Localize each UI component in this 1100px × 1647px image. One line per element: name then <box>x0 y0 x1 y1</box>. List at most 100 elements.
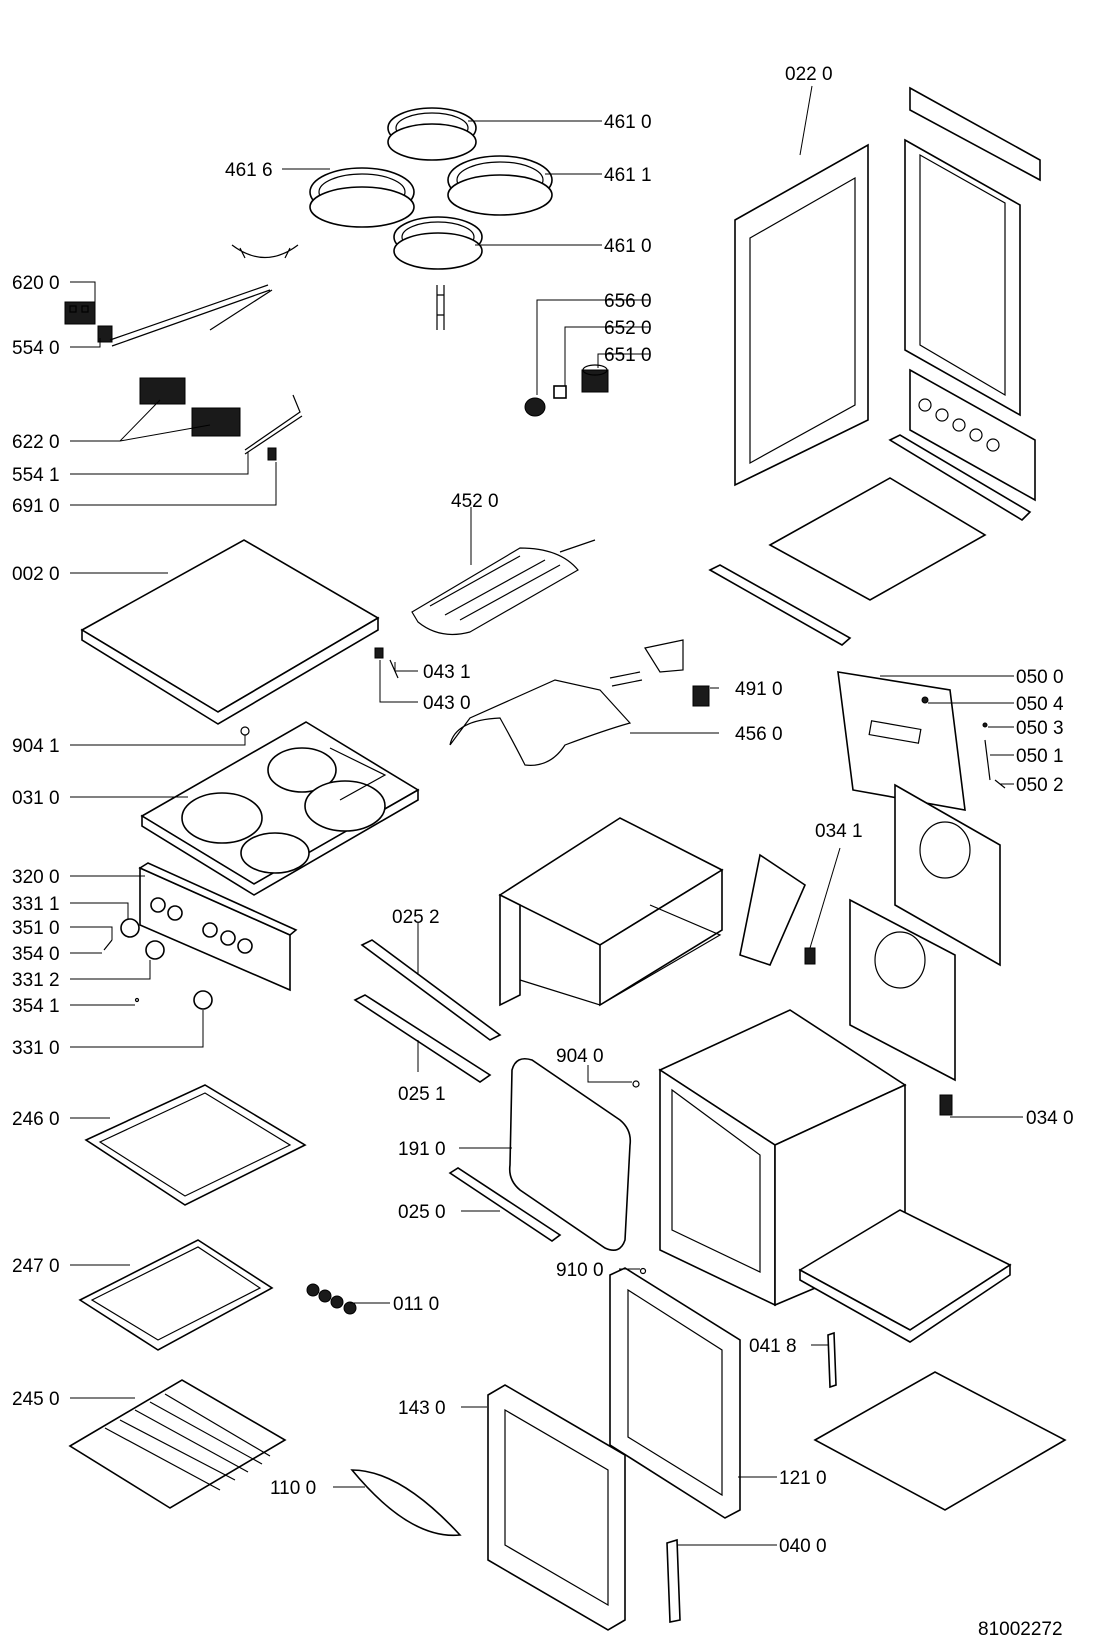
label-910-0: 910 0 <box>556 1260 604 1281</box>
gasket-191-0 <box>508 1057 632 1251</box>
lamp-cover-656-0 <box>524 397 546 417</box>
label-691-0: 691 0 <box>12 496 60 517</box>
control-rod-lower <box>244 394 303 455</box>
label-050-4: 050 4 <box>1016 694 1064 715</box>
label-351-0: 351 0 <box>12 918 60 939</box>
label-461-1: 461 1 <box>604 165 652 186</box>
label-050-0: 050 0 <box>1016 667 1064 688</box>
label-651-0: 651 0 <box>604 345 652 366</box>
clip-034-1 <box>804 947 816 965</box>
part-drawings <box>64 86 1067 1631</box>
label-025-2: 025 2 <box>392 907 440 928</box>
outer-door-143-0 <box>487 1384 626 1631</box>
label-002-0: 002 0 <box>12 564 60 585</box>
element-bracket <box>609 639 684 687</box>
label-121-0: 121 0 <box>779 1468 827 1489</box>
label-110-0: 110 0 <box>270 1478 316 1499</box>
label-050-3: 050 3 <box>1016 718 1064 739</box>
hotplate-clip <box>231 244 299 259</box>
switch-620-0 <box>64 301 96 325</box>
bottom-plate <box>813 1371 1067 1511</box>
screw-904-1 <box>240 726 250 736</box>
label-554-1: 554 1 <box>12 465 60 486</box>
label-320-0: 320 0 <box>12 867 60 888</box>
bracket-691-0 <box>267 447 277 461</box>
support-bar-lower <box>708 564 852 646</box>
hotplate-461-0-top <box>387 107 477 161</box>
label-043-0: 043 0 <box>423 693 471 714</box>
control-panel-320-0 <box>138 862 298 992</box>
label-354-0: 354 0 <box>12 944 60 965</box>
lamp-holder-651-0 <box>581 364 609 393</box>
clip-034-0 <box>939 1094 953 1116</box>
screw-904-0 <box>632 1080 640 1088</box>
hotplate-461-6 <box>309 167 415 228</box>
label-456-0: 456 0 <box>735 724 783 745</box>
hinge-041-8 <box>827 1331 837 1389</box>
bottom-plate-perforated <box>768 477 987 601</box>
label-034-0: 034 0 <box>1026 1108 1074 1129</box>
cover-002-0 <box>80 539 380 725</box>
label-245-0: 245 0 <box>12 1389 60 1410</box>
label-652-0: 652 0 <box>604 318 652 339</box>
hotplate-461-0-bottom <box>393 216 483 270</box>
pin-354-1 <box>134 997 140 1003</box>
side-panel-small <box>739 853 807 966</box>
label-247-0: 247 0 <box>12 1256 60 1277</box>
label-191-0: 191 0 <box>398 1139 446 1160</box>
label-656-0: 656 0 <box>604 291 652 312</box>
label-246-0: 246 0 <box>12 1109 60 1130</box>
label-904-1: 904 1 <box>12 736 60 757</box>
label-354-1: 354 1 <box>12 996 60 1017</box>
insulation-shroud <box>498 817 724 1007</box>
label-041-8: 041 8 <box>749 1336 797 1357</box>
label-031-0: 031 0 <box>12 788 60 809</box>
thermostat-491-0 <box>692 685 710 707</box>
label-461-6: 461 6 <box>225 160 273 181</box>
switch-622-0 <box>139 377 241 437</box>
hotplate-461-1 <box>447 155 553 216</box>
label-622-0: 622 0 <box>12 432 60 453</box>
support-bar-upper <box>888 434 1032 522</box>
rear-panel-upper <box>894 783 1001 967</box>
grill-element-452-0 <box>411 539 596 635</box>
hinge-043 <box>374 647 399 679</box>
hotplate-connector <box>436 285 445 330</box>
label-011-0: 011 0 <box>393 1294 439 1315</box>
knob-331-1 <box>120 918 140 938</box>
label-143-0: 143 0 <box>398 1398 446 1419</box>
feet-011-0 <box>306 1283 357 1315</box>
spring-354-0 <box>103 939 113 951</box>
leader-lines <box>70 85 1023 1546</box>
label-491-0: 491 0 <box>735 679 783 700</box>
label-043-1: 043 1 <box>423 662 471 683</box>
inner-door-121-0 <box>609 1267 741 1519</box>
rail-025-1 <box>353 994 492 1083</box>
label-025-0: 025 0 <box>398 1202 446 1223</box>
label-331-1: 331 1 <box>12 894 60 915</box>
label-904-0: 904 0 <box>556 1046 604 1067</box>
lamp-bulb-652-0 <box>553 385 567 399</box>
side-panel-022-0 <box>734 143 869 487</box>
part-labels: 022 0 461 0 461 6 461 1 461 0 620 0 554 … <box>12 64 1074 1640</box>
label-040-0: 040 0 <box>779 1536 827 1557</box>
hinge-040-0 <box>666 1538 681 1623</box>
label-050-2: 050 2 <box>1016 775 1064 796</box>
rail-025-0 <box>448 1167 562 1242</box>
label-461-0-a: 461 0 <box>604 112 652 133</box>
grid-245-0 <box>68 1379 287 1509</box>
fan-bracket <box>909 368 1036 502</box>
label-331-0: 331 0 <box>12 1038 60 1059</box>
rear-chassis <box>904 86 1041 417</box>
handle-110-0 <box>350 1469 462 1537</box>
label-022-0: 022 0 <box>785 64 833 85</box>
tray-246-0 <box>84 1084 307 1206</box>
switch-554-0 <box>97 325 113 343</box>
tray-247-0 <box>78 1239 274 1351</box>
rear-panel-lower <box>849 898 956 1082</box>
label-620-0: 620 0 <box>12 273 60 294</box>
label-034-1: 034 1 <box>815 821 863 842</box>
label-461-0-b: 461 0 <box>604 236 652 257</box>
drawing-number: 81002272 <box>978 1619 1063 1640</box>
label-452-0: 452 0 <box>451 491 499 512</box>
